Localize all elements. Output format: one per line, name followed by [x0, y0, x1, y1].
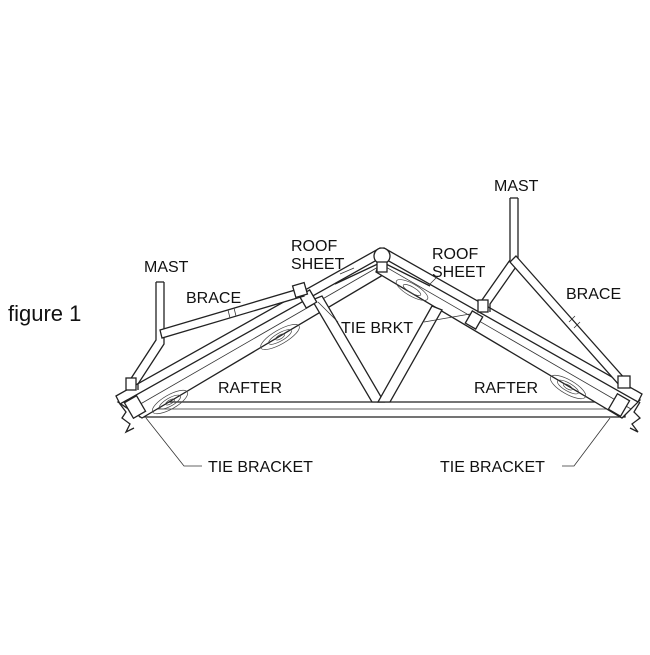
label-tie-bracket-left: TIE BRACKET — [208, 459, 313, 476]
tie-beam — [139, 401, 626, 418]
label-tie-brkt: TIE BRKT — [341, 320, 413, 337]
left-brace — [159, 281, 309, 339]
label-roof-sheet-right-1: ROOF — [432, 246, 478, 263]
label-brace-left: BRACE — [186, 290, 241, 307]
right-mast — [477, 197, 519, 313]
label-roof-sheet-left-1: ROOF — [291, 238, 337, 255]
roof-sheet-right — [379, 247, 643, 403]
label-roof-sheet-left-2: SHEET — [291, 256, 345, 273]
label-roof-sheet-right-2: SHEET — [432, 264, 486, 281]
right-brace — [509, 255, 631, 389]
leader-lines — [145, 267, 611, 467]
label-brace-right: BRACE — [566, 286, 621, 303]
wood-grain — [151, 279, 587, 415]
label-mast-right: MAST — [494, 178, 539, 195]
figure-label: figure 1 — [8, 301, 81, 326]
right-rafter — [375, 247, 643, 419]
label-rafter-left: RAFTER — [218, 380, 282, 397]
labels: MAST MAST BRACE BRACE ROOF SHEET ROOF SH… — [144, 178, 621, 476]
web-members — [311, 261, 443, 403]
label-mast-left: MAST — [144, 259, 189, 276]
label-rafter-right: RAFTER — [474, 380, 538, 397]
left-mast — [125, 281, 165, 391]
label-tie-bracket-right: TIE BRACKET — [440, 459, 545, 476]
